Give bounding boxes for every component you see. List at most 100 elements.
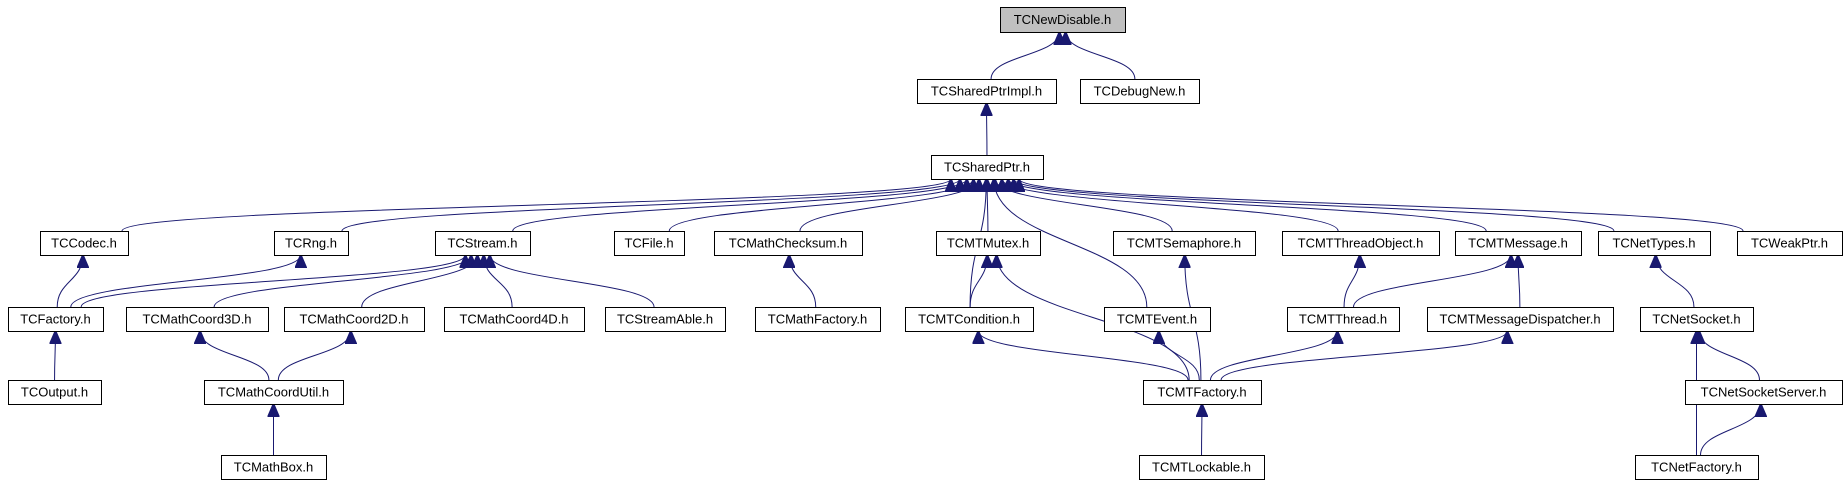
node-TCNewDisable[interactable]: TCNewDisable.h <box>1000 7 1126 33</box>
edge-TCMTEvent-to-TCSharedPtr <box>994 179 1148 308</box>
node-label: TCFactory.h <box>20 312 91 327</box>
node-box <box>1455 231 1582 256</box>
edge-TCRng-to-TCSharedPtr <box>341 179 960 232</box>
node-TCFile[interactable]: TCFile.h <box>614 231 685 256</box>
node-label: TCOutput.h <box>21 385 88 400</box>
node-box <box>204 380 344 405</box>
node-TCOutput[interactable]: TCOutput.h <box>8 380 102 405</box>
node-TCMTSemaphore[interactable]: TCMTSemaphore.h <box>1113 231 1256 256</box>
edge-TCOutput-to-TCFactory <box>55 331 56 381</box>
node-TCCodec[interactable]: TCCodec.h <box>40 231 129 256</box>
node-box <box>931 155 1044 180</box>
edge-TCMTMessage-to-TCSharedPtr <box>1008 179 1487 232</box>
edge-TCMTCondition-to-TCMTMutex <box>969 255 987 308</box>
node-box <box>1287 307 1400 332</box>
edge-TCMTFactory-to-TCMTMutex <box>997 255 1190 381</box>
node-TCMTCondition[interactable]: TCMTCondition.h <box>905 307 1034 332</box>
node-box <box>221 455 327 480</box>
node-TCNetFactory[interactable]: TCNetFactory.h <box>1635 455 1759 480</box>
node-label: TCSharedPtrImpl.h <box>931 84 1042 99</box>
node-label: TCDebugNew.h <box>1094 84 1186 99</box>
edge-TCSharedPtrImpl-to-TCNewDisable <box>990 32 1059 80</box>
node-box <box>755 307 881 332</box>
node-TCNetTypes[interactable]: TCNetTypes.h <box>1598 231 1711 256</box>
node-TCMathFactory[interactable]: TCMathFactory.h <box>755 307 881 332</box>
node-label: TCMathCoordUtil.h <box>218 385 329 400</box>
edge-TCMTThreadObject-to-TCSharedPtr <box>1002 179 1339 232</box>
node-label: TCWeakPtr.h <box>1751 236 1828 251</box>
edge-TCMathCoord4D-to-TCStream <box>484 255 513 308</box>
node-label: TCNetSocketServer.h <box>1701 385 1827 400</box>
node-label: TCMTThread.h <box>1299 312 1387 327</box>
node-label: TCMathCoord2D.h <box>299 312 408 327</box>
node-TCMTEvent[interactable]: TCMTEvent.h <box>1104 307 1211 332</box>
node-TCSharedPtrImpl[interactable]: TCSharedPtrImpl.h <box>917 79 1057 104</box>
node-label: TCNetSocket.h <box>1652 312 1740 327</box>
node-TCStream[interactable]: TCStream.h <box>435 231 531 256</box>
node-TCMTFactory[interactable]: TCMTFactory.h <box>1143 380 1262 405</box>
node-TCDebugNew[interactable]: TCDebugNew.h <box>1080 79 1200 104</box>
node-TCWeakPtr[interactable]: TCWeakPtr.h <box>1737 231 1843 256</box>
node-label: TCMTLockable.h <box>1152 460 1251 475</box>
edge-TCMathCoord3D-to-TCStream <box>213 255 471 308</box>
edge-TCFactory-to-TCStream <box>80 255 465 308</box>
node-TCSharedPtr[interactable]: TCSharedPtr.h <box>931 155 1044 180</box>
node-TCMathCoord4D[interactable]: TCMathCoord4D.h <box>444 307 585 332</box>
node-box <box>1000 7 1126 33</box>
node-box <box>714 231 863 256</box>
node-TCMathChecksum[interactable]: TCMathChecksum.h <box>714 231 863 256</box>
edge-TCNetSocket-to-TCNetTypes <box>1656 255 1695 308</box>
edge-TCNetTypes-to-TCSharedPtr <box>1014 179 1615 232</box>
node-box <box>1113 231 1256 256</box>
node-TCMTThread[interactable]: TCMTThread.h <box>1287 307 1400 332</box>
node-box <box>1282 231 1440 256</box>
node-box <box>1598 231 1711 256</box>
edge-TCMTSemaphore-to-TCSharedPtr <box>995 179 1173 232</box>
node-box <box>605 307 726 332</box>
node-label: TCMTThreadObject.h <box>1298 236 1424 251</box>
node-TCStreamAble[interactable]: TCStreamAble.h <box>605 307 726 332</box>
node-TCMathBox[interactable]: TCMathBox.h <box>221 455 327 480</box>
node-TCMTMutex[interactable]: TCMTMutex.h <box>936 231 1041 256</box>
node-TCMTThreadObject[interactable]: TCMTThreadObject.h <box>1282 231 1440 256</box>
node-label: TCMathCoord4D.h <box>459 312 568 327</box>
edge-TCFactory-to-TCRng <box>70 255 301 308</box>
node-box <box>1685 380 1843 405</box>
node-box <box>1104 307 1211 332</box>
node-box <box>1635 455 1759 480</box>
node-label: TCSharedPtr.h <box>944 160 1030 175</box>
node-TCMathCoord3D[interactable]: TCMathCoord3D.h <box>126 307 269 332</box>
node-label: TCMTMessageDispatcher.h <box>1439 312 1600 327</box>
edge-TCDebugNew-to-TCNewDisable <box>1066 32 1136 80</box>
edge-TCMTThread-to-TCMTThreadObject <box>1343 255 1360 308</box>
node-label: TCMTMutex.h <box>947 236 1029 251</box>
node-label: TCMTEvent.h <box>1117 312 1197 327</box>
edge-TCMathFactory-to-TCMathChecksum <box>789 255 817 308</box>
edge-TCCodec-to-TCSharedPtr <box>121 179 951 232</box>
node-TCMTLockable[interactable]: TCMTLockable.h <box>1139 455 1265 480</box>
node-label: TCMTMessage.h <box>1468 236 1568 251</box>
node-TCNetSocket[interactable]: TCNetSocket.h <box>1640 307 1754 332</box>
node-box <box>1737 231 1843 256</box>
node-label: TCNetFactory.h <box>1651 460 1742 475</box>
node-label: TCMathBox.h <box>234 460 313 475</box>
node-box <box>40 231 129 256</box>
node-label: TCFile.h <box>624 236 673 251</box>
node-TCMathCoordUtil[interactable]: TCMathCoordUtil.h <box>204 380 344 405</box>
node-label: TCMathCoord3D.h <box>142 312 251 327</box>
edge-TCMathCoordUtil-to-TCMathCoord3D <box>200 331 270 381</box>
node-label: TCMathFactory.h <box>768 312 867 327</box>
node-TCMathCoord2D[interactable]: TCMathCoord2D.h <box>284 307 425 332</box>
node-TCMTMessage[interactable]: TCMTMessage.h <box>1455 231 1582 256</box>
node-TCRng[interactable]: TCRng.h <box>274 231 349 256</box>
node-label: TCMTFactory.h <box>1157 385 1246 400</box>
node-box <box>1640 307 1754 332</box>
edges-layer <box>55 32 1761 456</box>
edge-TCNetSocketServer-to-TCNetSocket <box>1699 331 1760 381</box>
edge-TCMTFactory-to-TCMTMessageDispatcher <box>1220 331 1507 381</box>
node-TCFactory[interactable]: TCFactory.h <box>8 307 104 332</box>
node-box <box>1080 79 1200 104</box>
node-TCMTMessageDispatcher[interactable]: TCMTMessageDispatcher.h <box>1427 307 1614 332</box>
edge-TCMTFactory-to-TCMTCondition <box>978 331 1189 381</box>
node-TCNetSocketServer[interactable]: TCNetSocketServer.h <box>1685 380 1843 405</box>
